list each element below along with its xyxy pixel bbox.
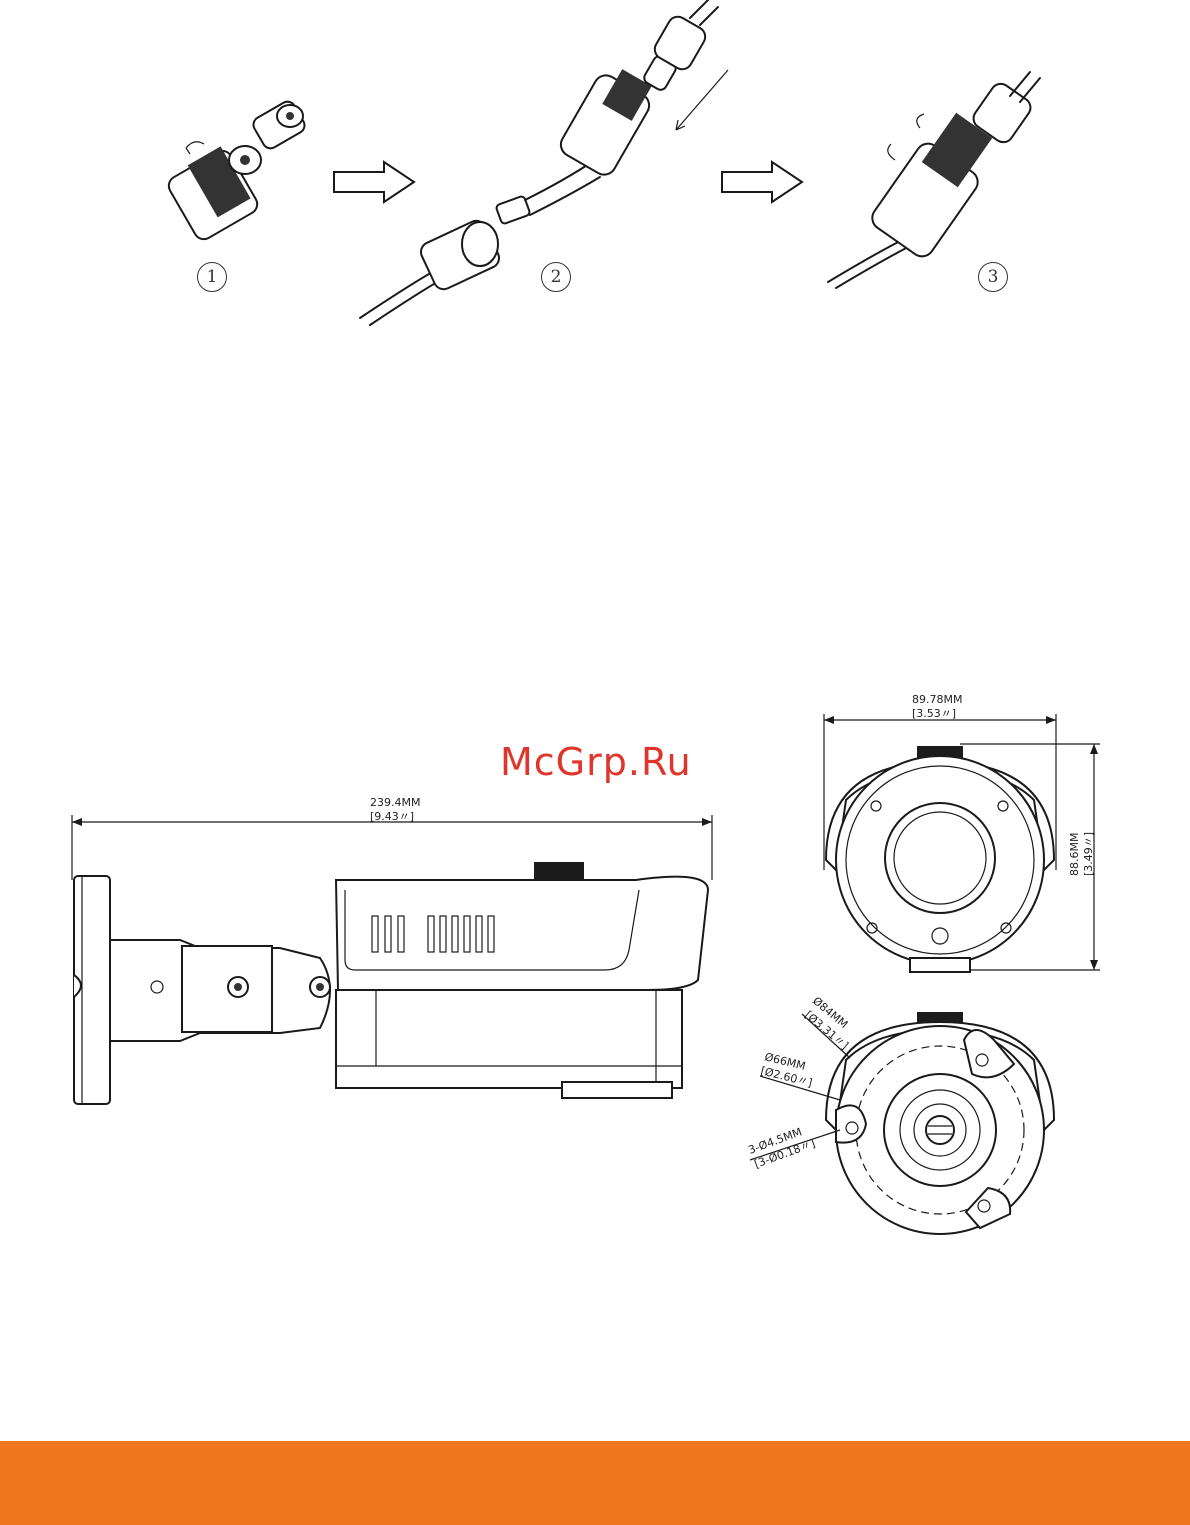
- height-in-label: [3.49〃]: [1082, 832, 1095, 876]
- camera-side-view: [72, 815, 712, 1104]
- camera-front-view: [824, 714, 1100, 972]
- camera-rear-view: [750, 1012, 1054, 1234]
- camera-dimension-drawings: 239.4MM [9.43〃] 89.78MM [3.53〃] 88.6MM […: [0, 0, 1190, 1441]
- width-in-label: [3.53〃]: [912, 707, 956, 720]
- length-in-label: [9.43〃]: [370, 810, 414, 823]
- width-mm-label: 89.78MM: [912, 693, 962, 706]
- length-mm-label: 239.4MM: [370, 796, 420, 809]
- height-mm-label: 88.6MM: [1068, 833, 1081, 876]
- footer-color-bar: [0, 1441, 1190, 1525]
